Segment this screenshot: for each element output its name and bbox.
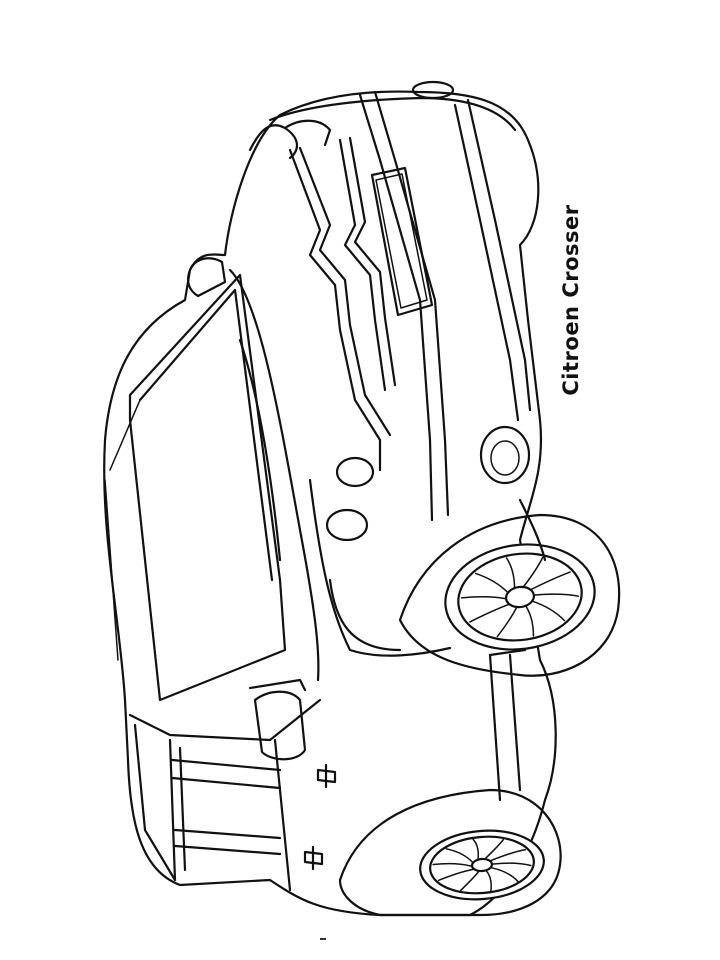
wheel-spoke — [484, 838, 505, 860]
front-wheel — [398, 513, 621, 677]
rear-wheel-spokes — [432, 838, 532, 892]
wheel-spoke — [530, 600, 566, 622]
car-model-title: Citroen Crosser — [559, 204, 583, 396]
wheel-spoke — [432, 862, 472, 867]
wheel-spoke — [492, 862, 532, 867]
front-wheel-spokes — [460, 556, 580, 638]
wheel-spoke — [472, 838, 480, 861]
door-handles — [303, 763, 337, 871]
wheel-spoke — [524, 604, 535, 637]
wheel-spoke — [490, 867, 519, 882]
car-body — [103, 90, 557, 917]
side-trim — [358, 90, 532, 522]
wheel-spoke — [459, 870, 480, 892]
wheel-spoke — [532, 593, 580, 597]
wheel-spoke — [460, 596, 508, 600]
page-mark — [320, 938, 326, 940]
wheel-spoke — [529, 571, 571, 591]
side-panel — [128, 478, 452, 892]
wheel-spoke — [437, 868, 474, 882]
wheel-spoke — [445, 848, 474, 863]
wheel-spoke — [485, 869, 492, 892]
wheel-spoke — [522, 556, 544, 589]
wheel-spoke — [474, 572, 510, 594]
rear-wheel — [338, 788, 562, 917]
wheel-well — [328, 498, 547, 652]
lamps — [325, 425, 531, 542]
side-mirror — [187, 257, 307, 761]
grille-chevrons — [288, 136, 397, 472]
lower-sill — [488, 648, 527, 802]
wheel-spoke — [496, 605, 518, 638]
front-bumper — [248, 80, 517, 160]
wheel-spoke — [469, 603, 511, 623]
wheel-spoke — [505, 557, 516, 590]
wheel-spoke — [490, 848, 527, 862]
number-plate — [370, 166, 434, 317]
windshield — [104, 268, 320, 702]
